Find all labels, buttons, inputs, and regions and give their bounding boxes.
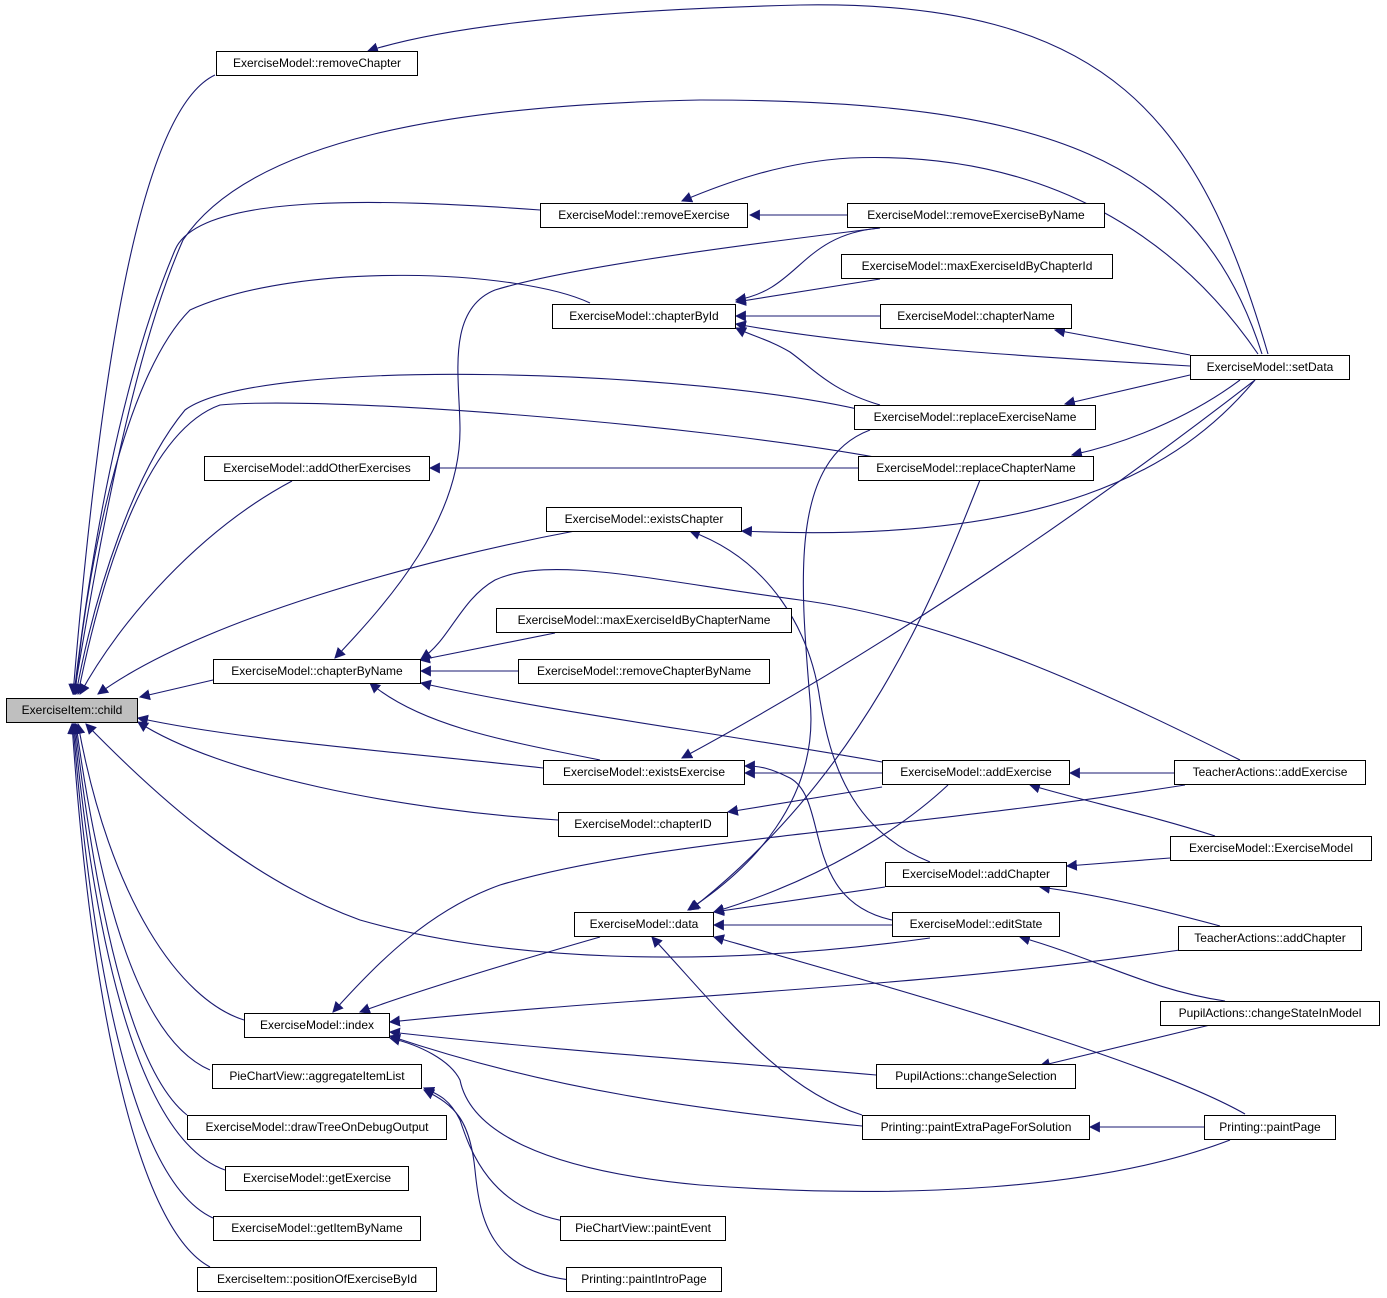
edge-pie-chart-paint-event-to-aggregate-item-list — [422, 1086, 571, 1223]
edge-paint-page-to-data — [712, 934, 1246, 1115]
edge-edit-state-to-child — [85, 723, 931, 958]
node-remove-chapter[interactable]: ExerciseModel::removeChapter — [216, 51, 418, 76]
node-paint-intro-page[interactable]: Printing::paintIntroPage — [566, 1267, 722, 1292]
edge-chapter-id-to-child — [137, 721, 559, 821]
edge-max-id-by-chapter-name-to-chapter-by-name — [418, 632, 556, 664]
node-data[interactable]: ExerciseModel::data — [574, 912, 714, 937]
edge-exercise-model-ctor-to-add-exercise — [1028, 782, 1216, 837]
node-index[interactable]: ExerciseModel::index — [244, 1013, 390, 1038]
edge-teacher-add-exercise-to-index — [332, 784, 1186, 1013]
call-edges — [67, 4, 1269, 1281]
node-change-selection[interactable]: PupilActions::changeSelection — [876, 1064, 1076, 1089]
edge-position-of-exercise-by-id-to-child — [67, 722, 211, 1268]
node-pie-chart-paint-event[interactable]: PieChartView::paintEvent — [560, 1216, 726, 1241]
edge-change-selection-to-index — [388, 1027, 877, 1076]
node-replace-exercise-name[interactable]: ExerciseModel::replaceExerciseName — [854, 405, 1096, 430]
node-add-other-exercises[interactable]: ExerciseModel::addOtherExercises — [204, 456, 430, 481]
node-change-state-in-model[interactable]: PupilActions::changeStateInModel — [1160, 1001, 1380, 1026]
edge-replace-exercise-name-to-chapter-by-id — [735, 327, 881, 406]
edge-exists-exercise-to-child — [136, 714, 544, 769]
edge-add-exercise-to-chapter-id — [726, 786, 883, 816]
edge-set-data-to-exists-chapter — [740, 379, 1256, 537]
edge-data-to-index — [358, 936, 601, 1014]
node-exists-exercise[interactable]: ExerciseModel::existsExercise — [543, 760, 745, 785]
node-remove-exercise[interactable]: ExerciseModel::removeExercise — [540, 203, 748, 228]
node-draw-tree-on-debug-output[interactable]: ExerciseModel::drawTreeOnDebugOutput — [187, 1115, 447, 1140]
node-chapter-name[interactable]: ExerciseModel::chapterName — [880, 304, 1072, 329]
node-exists-chapter[interactable]: ExerciseModel::existsChapter — [546, 507, 742, 532]
edge-replace-chapter-name-to-child — [74, 402, 881, 696]
edge-set-data-to-child — [70, 99, 1263, 696]
edge-remove-exercise-by-name-to-chapter-by-id — [734, 227, 881, 304]
node-get-exercise[interactable]: ExerciseModel::getExercise — [225, 1166, 409, 1191]
edge-exists-chapter-to-child — [97, 530, 576, 695]
edge-exercise-model-ctor-to-add-chapter — [1065, 857, 1171, 871]
edge-get-item-by-name-to-child — [68, 722, 214, 1219]
edge-get-exercise-to-child — [69, 722, 226, 1171]
edge-teacher-add-chapter-to-index — [388, 949, 1181, 1027]
node-remove-chapter-by-name[interactable]: ExerciseModel::removeChapterByName — [518, 659, 770, 684]
edge-replace-exercise-name-to-child — [72, 373, 871, 696]
node-teacher-add-chapter[interactable]: TeacherActions::addChapter — [1178, 926, 1362, 951]
edge-max-id-by-chapter-id-to-chapter-by-id — [734, 278, 881, 306]
edge-paint-page-to-index — [388, 1034, 1231, 1192]
edge-draw-tree-to-child — [70, 722, 188, 1116]
edge-remove-exercise-by-name-to-chapter-by-name — [334, 227, 881, 659]
edge-remove-chapter-to-child — [68, 74, 216, 696]
node-max-exercise-id-by-chapter-id[interactable]: ExerciseModel::maxExerciseIdByChapterId — [841, 254, 1113, 279]
edge-index-to-child — [74, 722, 245, 1021]
edge-teacher-add-exercise-to-chapter-by-name — [420, 569, 1241, 761]
node-exercise-item-child: ExerciseItem::child — [6, 698, 138, 723]
edge-add-exercise-to-data — [712, 784, 949, 915]
edge-change-state-in-model-to-change-selection — [1038, 1024, 1211, 1070]
edge-exists-exercise-to-chapter-by-name — [369, 682, 601, 761]
node-aggregate-item-list[interactable]: PieChartView::aggregateItemList — [212, 1064, 422, 1089]
edge-paint-extra-page-to-index — [388, 1033, 863, 1127]
node-exercise-model-constructor[interactable]: ExerciseModel::ExerciseModel — [1170, 836, 1372, 861]
edge-remove-exercise-to-child — [69, 201, 541, 696]
edge-set-data-to-replace-exercise-name — [1063, 374, 1191, 408]
edge-replace-exercise-name-to-data — [687, 429, 871, 911]
node-chapter-by-name[interactable]: ExerciseModel::chapterByName — [213, 659, 421, 684]
edge-replace-chapter-name-to-data — [689, 479, 981, 911]
node-max-exercise-id-by-chapter-name[interactable]: ExerciseModel::maxExerciseIdByChapterNam… — [496, 608, 792, 633]
node-paint-extra-page-for-solution[interactable]: Printing::paintExtraPageForSolution — [862, 1115, 1090, 1140]
node-set-data[interactable]: ExerciseModel::setData — [1190, 355, 1350, 380]
node-chapter-id[interactable]: ExerciseModel::chapterID — [558, 812, 728, 837]
edge-aggregate-item-list-to-child — [71, 722, 211, 1071]
edge-change-state-in-model-to-edit-state — [1018, 934, 1226, 1002]
node-paint-page[interactable]: Printing::paintPage — [1204, 1115, 1336, 1140]
node-add-chapter[interactable]: ExerciseModel::addChapter — [885, 862, 1067, 887]
node-replace-chapter-name[interactable]: ExerciseModel::replaceChapterName — [858, 456, 1094, 481]
edge-teacher-add-chapter-to-add-chapter — [1038, 882, 1221, 927]
node-add-exercise-model[interactable]: ExerciseModel::addExercise — [882, 760, 1070, 785]
edge-chapter-by-name-to-child — [138, 679, 214, 701]
node-edit-state[interactable]: ExerciseModel::editState — [892, 912, 1060, 937]
node-teacher-add-exercise[interactable]: TeacherActions::addExercise — [1174, 760, 1366, 785]
edge-add-chapter-to-exists-chapter — [688, 529, 931, 863]
edge-set-data-to-chapter-name — [1053, 326, 1191, 356]
node-remove-exercise-by-name[interactable]: ExerciseModel::removeExerciseByName — [847, 203, 1105, 228]
edge-set-data-to-remove-exercise — [680, 156, 1259, 355]
node-chapter-by-id[interactable]: ExerciseModel::chapterById — [552, 304, 736, 329]
edge-paint-intro-page-to-aggregate-item-list — [423, 1089, 571, 1281]
edge-set-data-to-replace-chapter-name — [1070, 379, 1241, 459]
edge-add-exercise-to-chapter-by-name — [419, 679, 883, 763]
edge-set-data-to-exists-exercise — [681, 379, 1256, 759]
node-get-item-by-name[interactable]: ExerciseModel::getItemByName — [213, 1216, 421, 1241]
edge-set-data-to-chapter-by-id — [734, 320, 1191, 367]
node-position-of-exercise-by-id[interactable]: ExerciseItem::positionOfExerciseById — [197, 1267, 437, 1292]
edge-set-data-to-remove-chapter — [366, 4, 1269, 355]
edge-add-other-exercises-to-child — [79, 480, 293, 695]
edge-add-chapter-to-data — [712, 886, 886, 917]
edge-chapter-by-id-to-child — [70, 274, 591, 696]
edge-paint-extra-page-to-data — [651, 936, 863, 1116]
